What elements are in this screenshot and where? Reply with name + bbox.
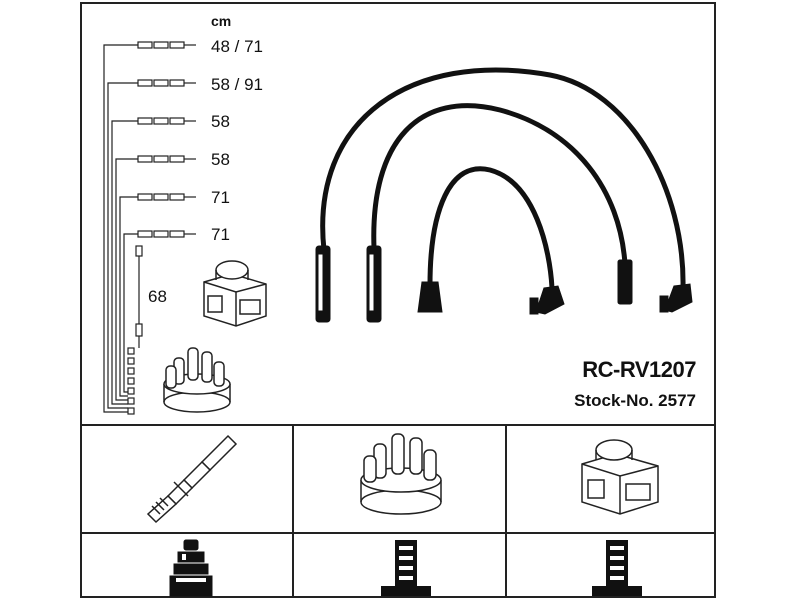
length-label-5: 71 [211, 188, 230, 207]
length-label-4: 58 [211, 150, 230, 169]
length-label-2: 58 / 91 [211, 75, 263, 94]
length-label-3: 58 [211, 112, 230, 131]
length-label-7: 68 [148, 287, 167, 306]
stock-number: Stock-No. 2577 [574, 391, 696, 410]
unit-label: cm [211, 13, 232, 29]
spark-plug-icon [146, 434, 238, 524]
terminal-icon [381, 540, 431, 596]
part-number: RC-RV1207 [582, 357, 696, 382]
plug-connector-icon [169, 539, 213, 597]
divider-col-2 [505, 424, 507, 598]
ignition-lead-set-drawing [315, 67, 693, 323]
distributor-cap-icon [163, 347, 231, 413]
wire-length-schematic [103, 41, 196, 415]
distributor-cap-icon [360, 433, 442, 515]
terminal-icon [592, 540, 642, 596]
divider-lower [80, 532, 716, 534]
length-label-6: 71 [211, 225, 230, 244]
divider-main [80, 424, 716, 426]
diagram-frame [80, 2, 716, 598]
ignition-coil-icon [581, 439, 659, 515]
length-label-1: 48 / 71 [211, 37, 263, 56]
ignition-coil-icon [203, 260, 267, 327]
divider-col-1 [292, 424, 294, 598]
